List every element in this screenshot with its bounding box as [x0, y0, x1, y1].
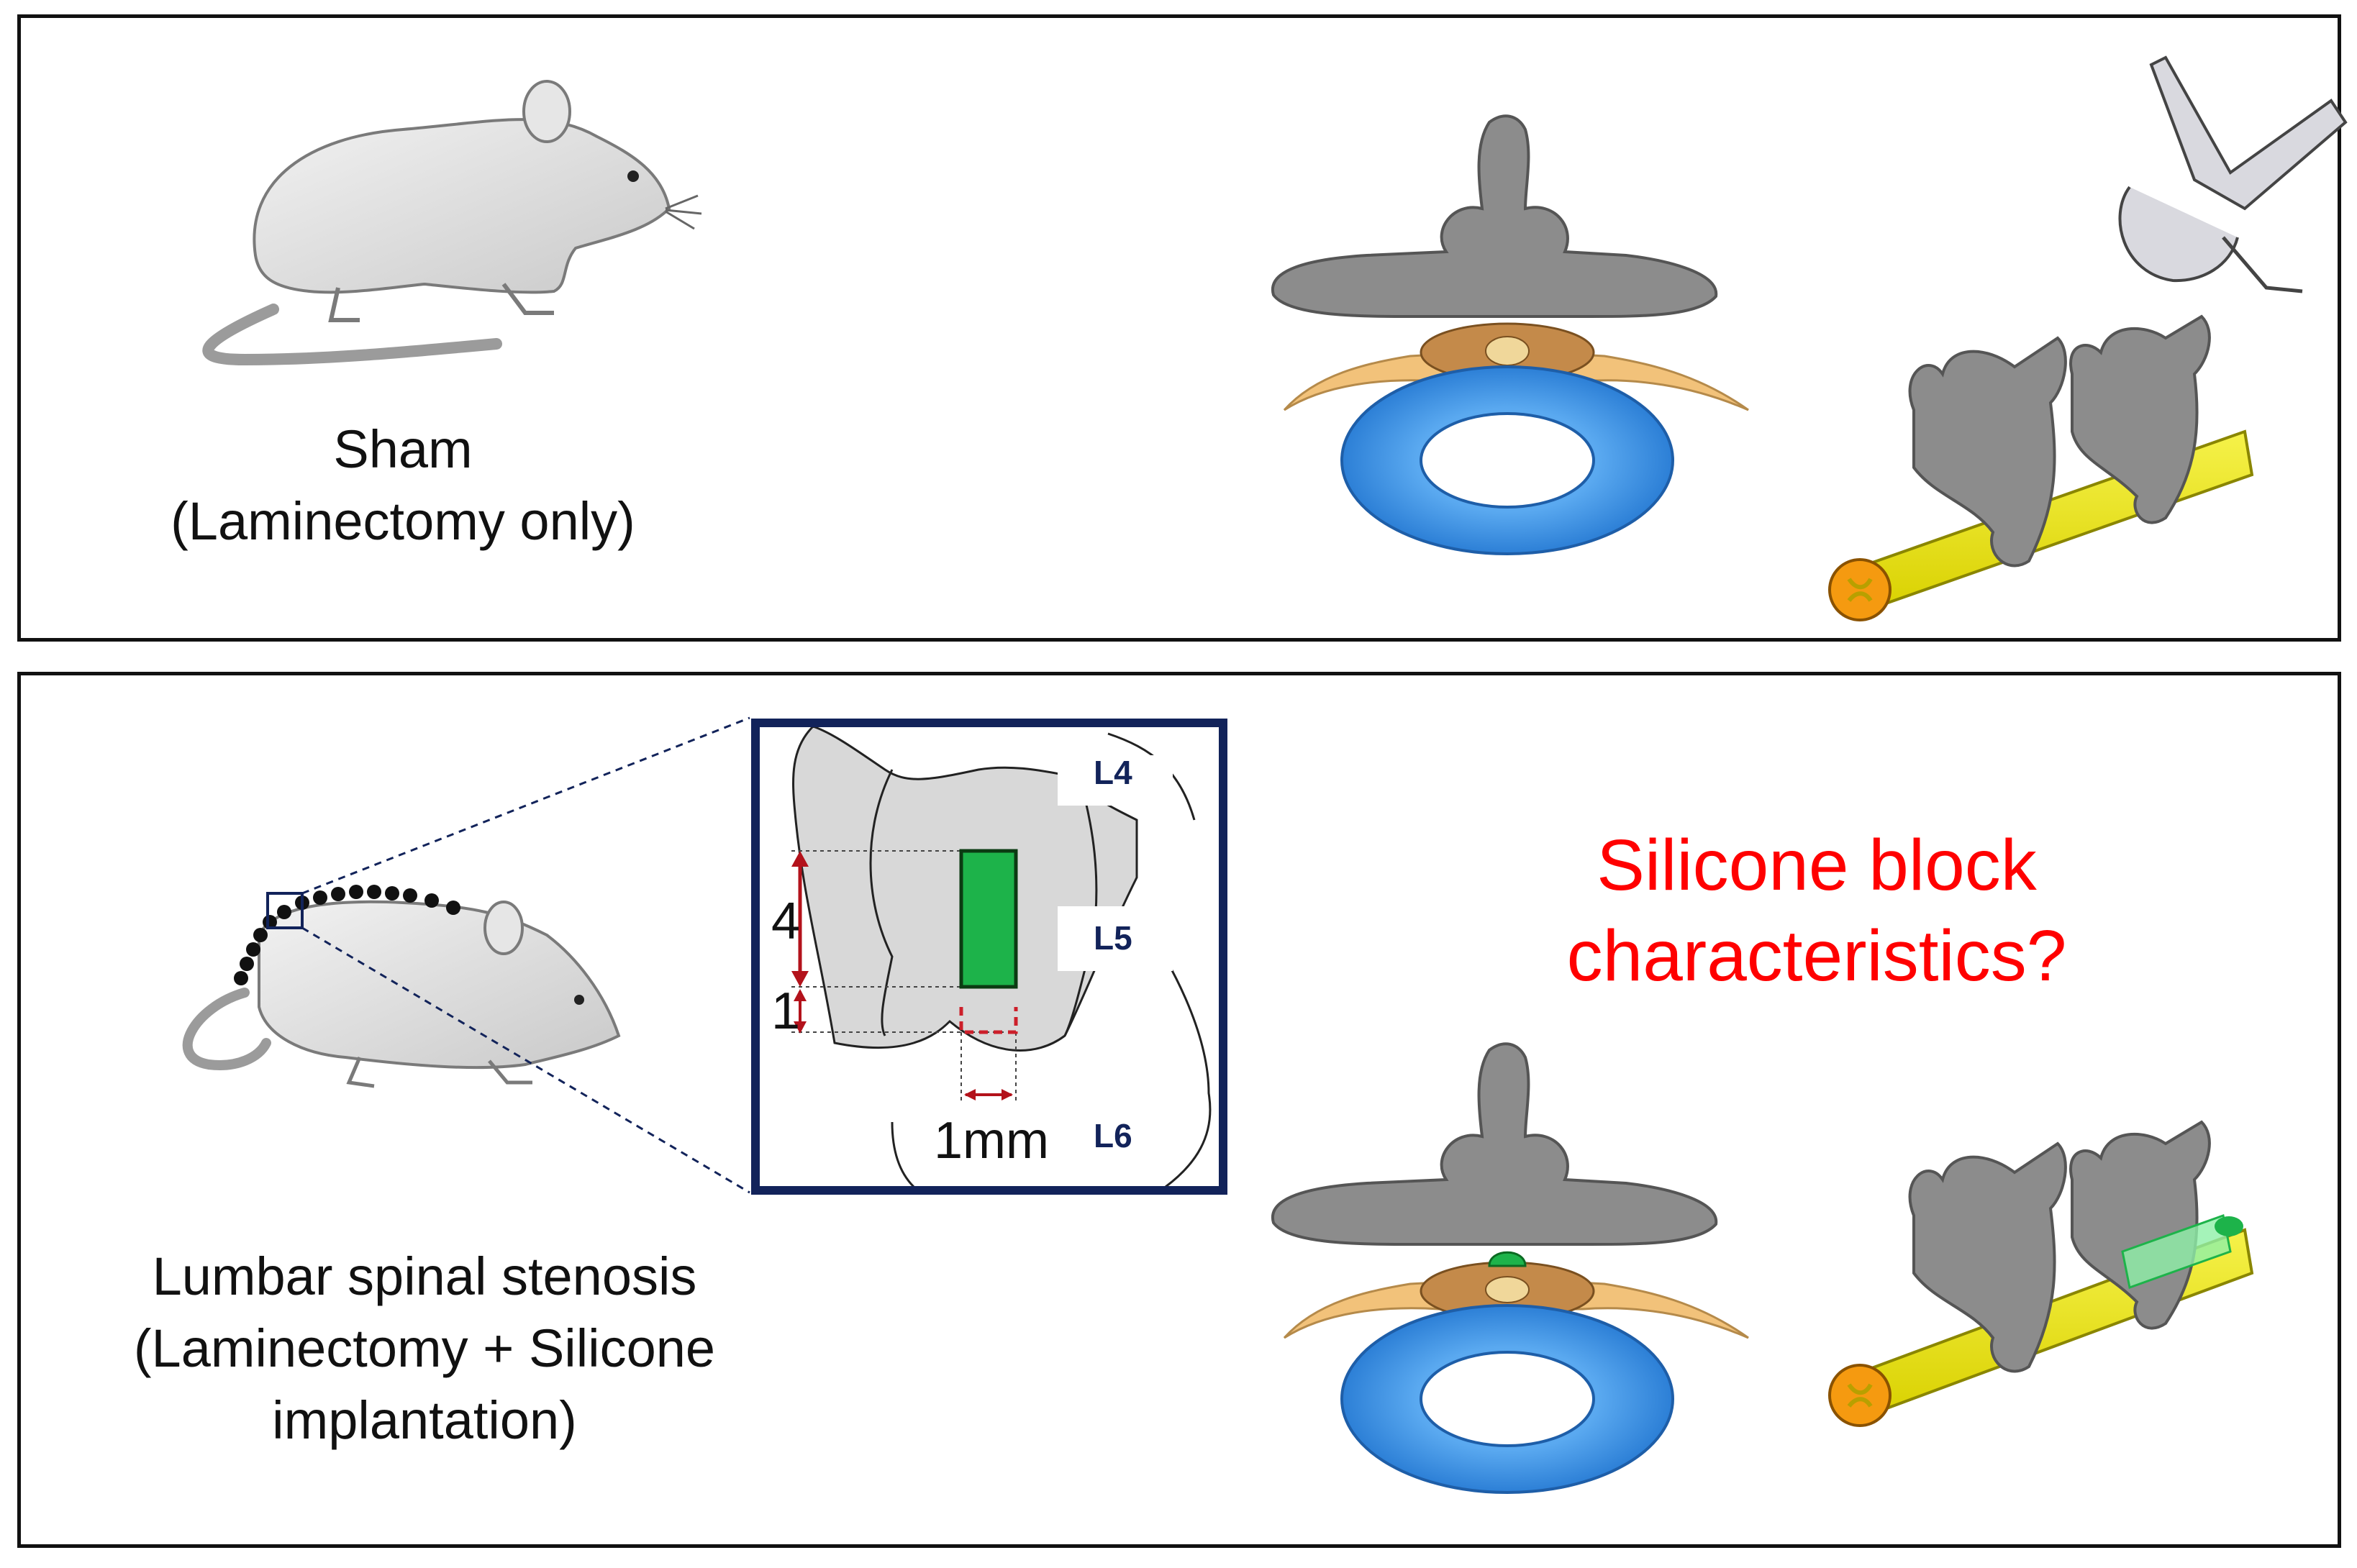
level-l6-label: L6	[1094, 1117, 1132, 1154]
dim-gap-label: 1	[771, 983, 800, 1040]
sham-label-line1: Sham	[333, 419, 473, 479]
zoom-line-lower	[301, 926, 750, 1194]
stenosis-label: Lumbar spinal stenosis (Laminectomy + Si…	[65, 1241, 784, 1457]
zoom-line-upper	[301, 716, 750, 895]
stenosis-label-line2: (Laminectomy + Silicone	[133, 1318, 716, 1378]
stenosis-label-line1: Lumbar spinal stenosis	[152, 1246, 697, 1306]
laminectomy-inset: 4 1 1mm L4 L5 L6	[751, 719, 1227, 1195]
level-l5-label: L5	[1094, 919, 1132, 957]
sham-rat-illustration	[202, 80, 702, 366]
inset-source-box	[266, 892, 304, 929]
dim-width-label: 1mm	[934, 1112, 1049, 1170]
sham-label-line2: (Laminectomy only)	[171, 491, 635, 551]
stenosis-rat-illustration	[182, 900, 621, 1088]
silicone-block-marker	[959, 849, 1018, 989]
silicone-question-line1: Silicone block	[1597, 825, 2037, 906]
sham-vertebra-axial	[1271, 114, 1749, 555]
silicone-question-line2: characteristics?	[1566, 916, 2067, 996]
stenosis-spine-segment	[1828, 1120, 2254, 1427]
stenosis-vertebra-axial	[1271, 1042, 1749, 1494]
silicone-question: Silicone block characteristics?	[1475, 820, 2158, 1001]
sham-spine-segment	[1828, 314, 2254, 621]
level-l4-label: L4	[1094, 754, 1132, 791]
sham-label: Sham (Laminectomy only)	[86, 414, 719, 557]
sham-rongeur-icon	[2118, 55, 2348, 293]
dim-length-label: 4	[771, 893, 800, 950]
stenosis-label-line3: implantation)	[272, 1390, 577, 1450]
